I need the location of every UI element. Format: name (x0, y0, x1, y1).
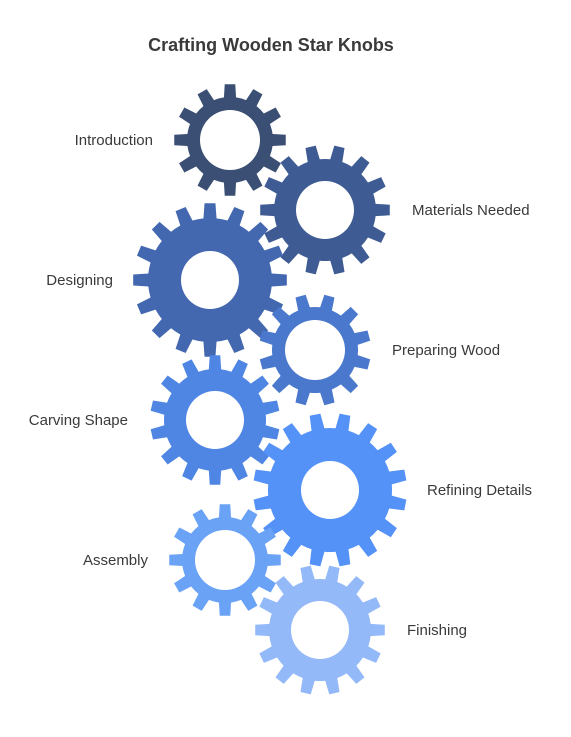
gear-4-icon (259, 294, 371, 406)
gear-7-icon (169, 504, 281, 616)
step-label-8: Finishing (407, 622, 467, 639)
step-label-1: Introduction (75, 132, 153, 149)
step-label-3: Designing (46, 272, 113, 289)
step-label-6: Refining Details (427, 482, 532, 499)
step-label-5: Carving Shape (29, 412, 128, 429)
diagram-title: Crafting Wooden Star Knobs (148, 35, 394, 55)
gear-5-icon (150, 355, 280, 485)
gear-2-icon (260, 145, 390, 275)
gear-1-icon (174, 84, 286, 196)
gear-3-icon (133, 203, 287, 357)
gear-8-icon (255, 565, 385, 695)
step-label-7: Assembly (83, 552, 149, 569)
step-label-2: Materials Needed (412, 202, 530, 219)
step-label-4: Preparing Wood (392, 342, 500, 359)
gear-6-icon (253, 413, 407, 567)
